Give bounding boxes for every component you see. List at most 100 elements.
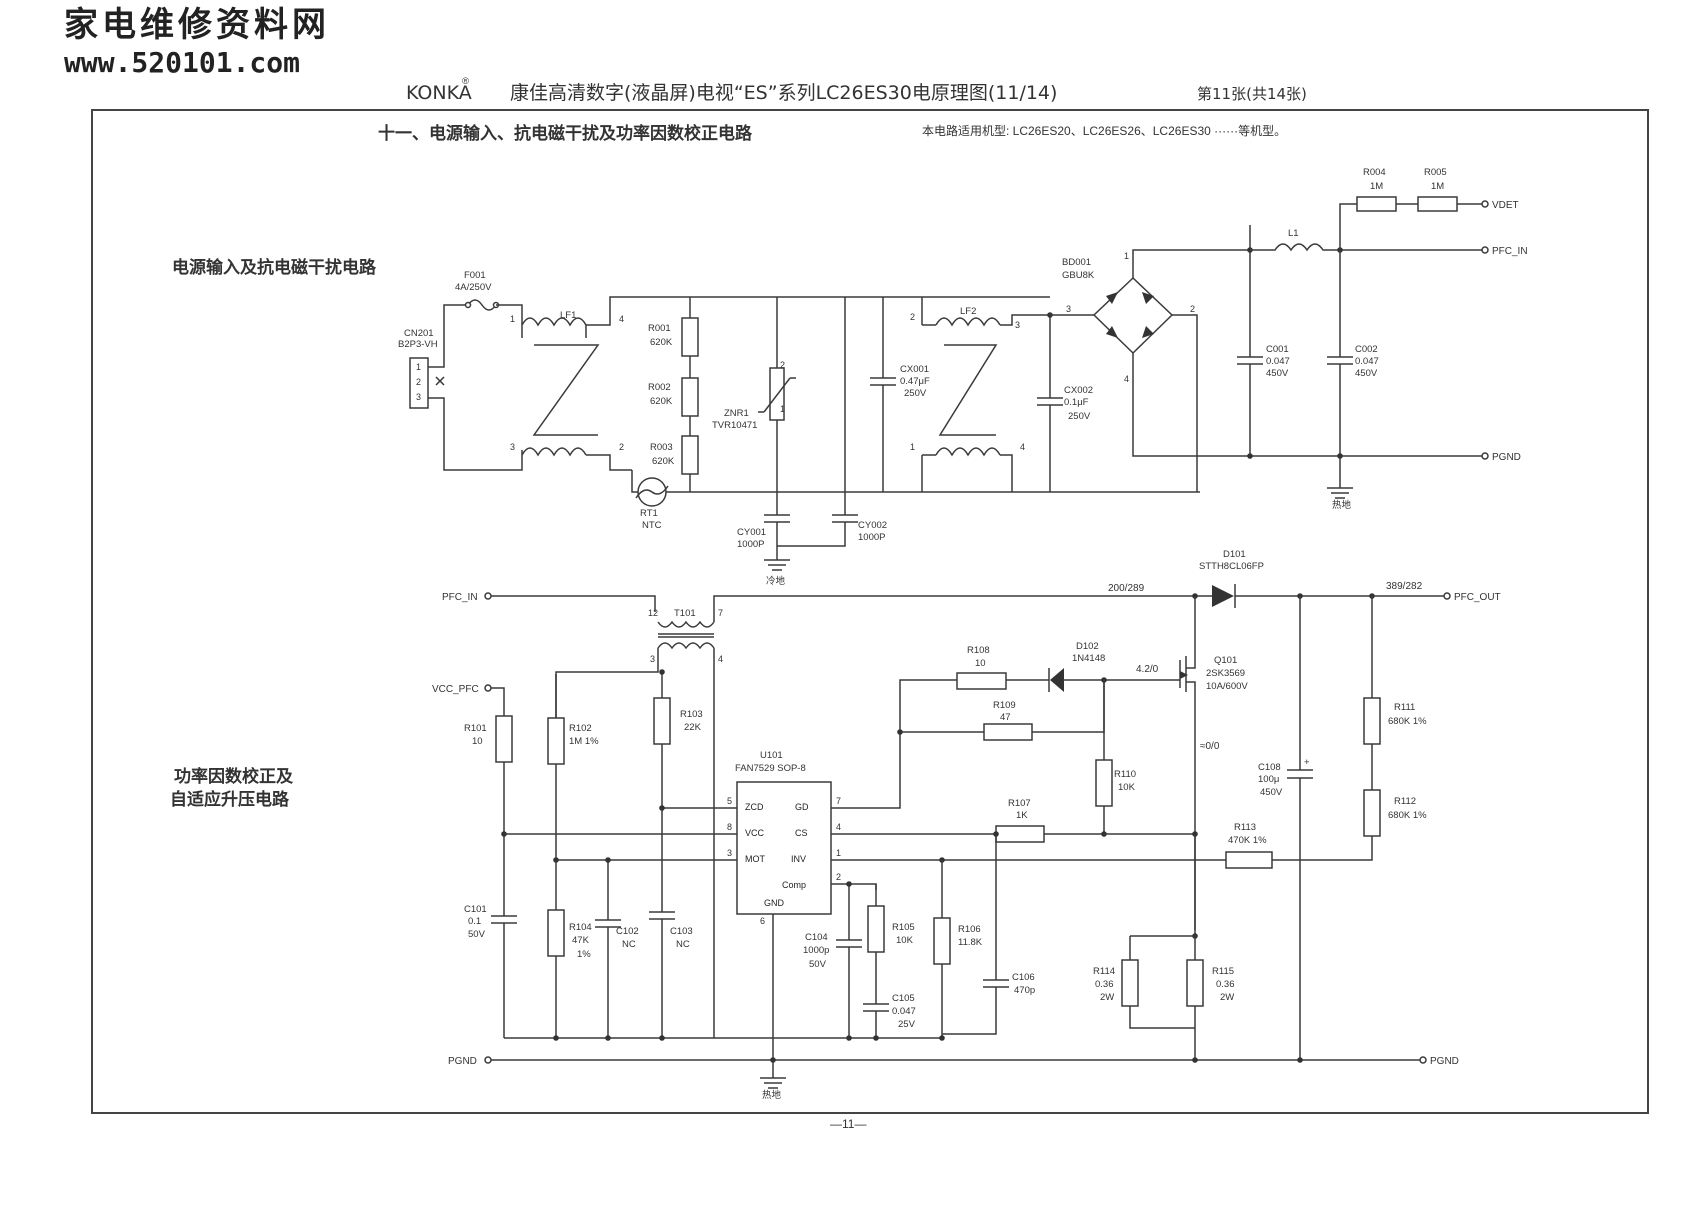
- r113-value: 470K 1%: [1228, 835, 1267, 846]
- r115-ref: R115: [1212, 966, 1234, 977]
- pfc-in-net-top: PFC_IN: [1492, 246, 1528, 257]
- r114-resistor: [1121, 959, 1139, 1007]
- r111-ref: R111: [1394, 702, 1415, 713]
- c104-ref: C104: [805, 932, 828, 943]
- c101-rating: 50V: [468, 929, 486, 940]
- bd001-pin2: 2: [1190, 304, 1195, 314]
- hot-ground-symbol-bottom: [760, 1060, 786, 1089]
- r001-resistor: [681, 317, 699, 357]
- bd001-pin1: 1: [1124, 251, 1129, 261]
- c002-rating: 450V: [1355, 368, 1378, 379]
- bd001-pin4: 4: [1124, 374, 1129, 384]
- znr1-ref: ZNR1: [724, 408, 749, 419]
- u101-pin5: 5: [727, 796, 732, 806]
- r101-resistor: [495, 715, 513, 763]
- u101-pin6: 6: [760, 916, 765, 926]
- r115-rating: 2W: [1220, 992, 1234, 1003]
- cn201-pin1-label: 1: [416, 362, 421, 372]
- t101-pin3: 3: [650, 654, 655, 664]
- cn201-pin3-label: 3: [416, 392, 421, 402]
- cx001-value: 0.47μF: [900, 376, 930, 387]
- r115-value: 0.36: [1216, 979, 1235, 990]
- d101-value: STTH8CL06FP: [1199, 561, 1264, 572]
- pgnd-net-top: PGND: [1492, 452, 1521, 463]
- c108-rating: 450V: [1260, 787, 1283, 798]
- u101-ic: [736, 781, 832, 915]
- r104-ref: R104: [569, 922, 592, 933]
- r105-resistor: [867, 905, 885, 953]
- u101-pin-gd: GD: [795, 802, 809, 812]
- brand-registered-mark: ®: [462, 76, 469, 87]
- sheet-number: 第11张(共14张): [1197, 85, 1307, 103]
- r002-resistor: [681, 377, 699, 417]
- u101-pin3: 3: [727, 848, 732, 858]
- c108-plus-sign: +: [1304, 757, 1310, 768]
- t101-pin12: 12: [648, 608, 658, 618]
- r102-resistor: [547, 717, 565, 765]
- u101-pin1: 1: [836, 848, 841, 858]
- pgnd-net-bottom-left: PGND: [448, 1056, 477, 1067]
- r106-ref: R106: [958, 924, 981, 935]
- section-title: 十一、电源输入、抗电磁干扰及功率因数校正电路: [378, 123, 753, 144]
- f001-ref: F001: [464, 270, 486, 281]
- pfc-section-label-line1: 功率因数校正及: [174, 766, 294, 787]
- r003-value: 620K: [652, 456, 675, 467]
- u101-pin-zcd: ZCD: [745, 802, 764, 812]
- r115-resistor: [1186, 959, 1204, 1007]
- r103-resistor: [653, 697, 671, 745]
- c101-value: 0.1: [468, 916, 481, 927]
- u101-pin2: 2: [836, 872, 841, 882]
- pgnd-net-bottom-right: PGND: [1430, 1056, 1459, 1067]
- c001-rating: 450V: [1266, 368, 1289, 379]
- u101-pin8: 8: [727, 822, 732, 832]
- c106-value: 470p: [1014, 985, 1035, 996]
- lf1-pin3: 3: [510, 442, 515, 452]
- r111-value: 680K 1%: [1388, 716, 1427, 727]
- emi-section-label: 电源输入及抗电磁干扰电路: [172, 257, 377, 278]
- f001-value: 4A/250V: [455, 282, 492, 293]
- hot-ground-label-bottom: 热地: [762, 1089, 782, 1101]
- brand-logo: KONKA: [406, 82, 472, 104]
- r001-value: 620K: [650, 337, 673, 348]
- lf1-ref: LF1: [560, 310, 576, 321]
- cx001-ref: CX001: [900, 364, 929, 375]
- pfc-out-net: PFC_OUT: [1454, 592, 1501, 603]
- r105-value: 10K: [896, 935, 914, 946]
- q101-ref: Q101: [1214, 655, 1237, 666]
- r106-value: 11.8K: [958, 937, 983, 948]
- r003-ref: R003: [650, 442, 673, 453]
- c105-rating: 25V: [898, 1019, 916, 1030]
- r104-tol: 1%: [577, 949, 591, 960]
- lf1-pin2: 2: [619, 442, 624, 452]
- r004-ref: R004: [1363, 167, 1386, 178]
- r109-value: 47: [1000, 712, 1011, 723]
- u101-pin7: 7: [836, 796, 841, 806]
- cy002-value: 1000P: [858, 532, 885, 543]
- c105-value: 0.047: [892, 1006, 916, 1017]
- c106-ref: C106: [1012, 972, 1035, 983]
- c101-ref: C101: [464, 904, 487, 915]
- voltage-200-289: 200/289: [1108, 583, 1145, 594]
- u101-pin4: 4: [836, 822, 841, 832]
- cx002-value: 0.1μF: [1064, 397, 1089, 408]
- r101-ref: R101: [464, 723, 487, 734]
- r108-resistor: [956, 672, 1007, 690]
- r005-resistor: [1417, 196, 1458, 212]
- r105-ref: R105: [892, 922, 915, 933]
- d101-ref: D101: [1223, 549, 1246, 560]
- r107-ref: R107: [1008, 798, 1031, 809]
- r004-value: 1M: [1370, 181, 1383, 192]
- watermark-url: www.520101.com: [64, 46, 300, 79]
- cy001-value: 1000P: [737, 539, 764, 550]
- c102-ref: C102: [616, 926, 639, 937]
- lf2-pin2: 2: [910, 312, 915, 322]
- cn201-connector: [409, 357, 429, 409]
- r102-ref: R102: [569, 723, 592, 734]
- cx002-ref: CX002: [1064, 385, 1093, 396]
- cy001-ref: CY001: [737, 527, 766, 538]
- r112-ref: R112: [1394, 796, 1416, 807]
- r001-ref: R001: [648, 323, 671, 334]
- pfc-section-label-line2: 自适应升压电路: [170, 789, 290, 810]
- r114-value: 0.36: [1095, 979, 1114, 990]
